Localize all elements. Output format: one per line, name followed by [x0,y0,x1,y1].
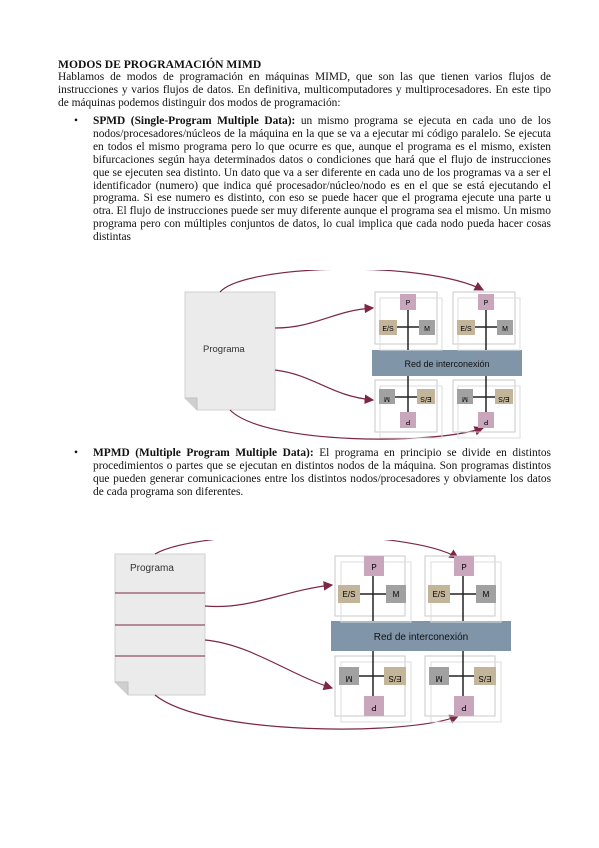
bullet-mpmd: MPMD (Multiple Program Multiple Data): E… [93,447,551,499]
node-top-left: P E/S M [374,291,443,351]
arrow-top-right [219,270,485,293]
memory-box [476,585,496,603]
program-document [184,291,276,411]
interconnect-network [372,350,522,376]
io-label: E/S [382,326,394,333]
io-label: E/S [460,326,472,333]
io-box [384,667,406,685]
node-bottom-right: M E/S P [452,376,521,439]
interconnect-network [331,621,511,651]
processor-box [454,696,474,716]
io-label: E/S [433,590,446,599]
bullet-spmd-text: un mismo programa se ejecuta en cada uno… [93,115,551,244]
memory-label: M [345,674,352,683]
bullet-marker-spmd: • [74,115,78,127]
io-box [428,585,450,603]
processor-box [400,412,416,428]
arrow-top-left [274,303,375,329]
processor-box [364,696,384,716]
io-label: E/S [420,395,432,402]
io-box [474,667,496,685]
section-heading: MODOS DE PROGRAMACIÓN MIMD [58,58,262,71]
processor-label: P [405,418,410,425]
memory-box [386,585,406,603]
memory-box [379,389,395,404]
processor-label: P [371,563,376,572]
processor-box [478,294,494,310]
bullet-marker-mpmd: • [74,447,78,459]
network-label: Red de interconexión [374,632,469,643]
processor-label: P [371,703,376,712]
mpmd-diagram: Programa Red de interconexión P E/S M P … [114,540,511,730]
arrow-bottom-left [274,369,375,404]
memory-label: M [435,674,442,683]
io-box [338,585,360,603]
processor-box [364,556,384,576]
io-box [457,320,475,335]
bullet-mpmd-title: MPMD (Multiple Program Multiple Data): [93,447,314,459]
arrow-bottom-right [229,409,485,440]
node-top-right: P E/S M [424,555,502,623]
node-top-left: P E/S M [334,555,412,623]
memory-label: M [502,326,508,333]
memory-box [429,667,449,685]
io-label: E/S [498,395,510,402]
memory-box [457,389,473,404]
bullet-spmd: SPMD (Single-Program Multiple Data): un … [93,115,551,244]
processor-label: P [483,418,488,425]
network-label: Red de interconexión [404,359,489,369]
bullet-mpmd-text: El programa en principio se divide en di… [93,447,551,498]
memory-label: M [483,590,490,599]
memory-label: M [384,395,390,402]
memory-box [497,320,513,335]
arrow-top-left [204,581,334,608]
program-label: Programa [130,563,174,574]
io-box [379,320,397,335]
processor-label: P [461,563,466,572]
memory-label: M [424,326,430,333]
io-box [495,389,513,404]
memory-label: M [462,395,468,402]
processor-box [478,412,494,428]
io-label: E/S [389,674,402,683]
arrow-bottom-right [154,694,460,730]
memory-box [339,667,359,685]
node-bottom-left: M E/S P [334,651,412,723]
memory-label: M [393,590,400,599]
bullet-spmd-title: SPMD (Single-Program Multiple Data): [93,115,296,127]
io-box [417,389,435,404]
intro-paragraph: Hablamos de modos de programación en máq… [58,71,551,109]
program-label: Programa [203,344,245,355]
processor-box [454,556,474,576]
memory-box [419,320,435,335]
io-label: E/S [479,674,492,683]
node-top-right: P E/S M [452,291,521,351]
io-label: E/S [343,590,356,599]
spmd-diagram: Programa Red de interconexión P E/S M P … [184,270,522,440]
processor-box [400,294,416,310]
processor-label: P [484,300,489,307]
node-bottom-left: M E/S P [374,376,443,439]
processor-label: P [406,300,411,307]
node-bottom-right: M E/S P [424,651,502,723]
arrow-top-right [154,540,460,559]
arrow-bottom-left [204,639,334,691]
processor-label: P [461,703,466,712]
